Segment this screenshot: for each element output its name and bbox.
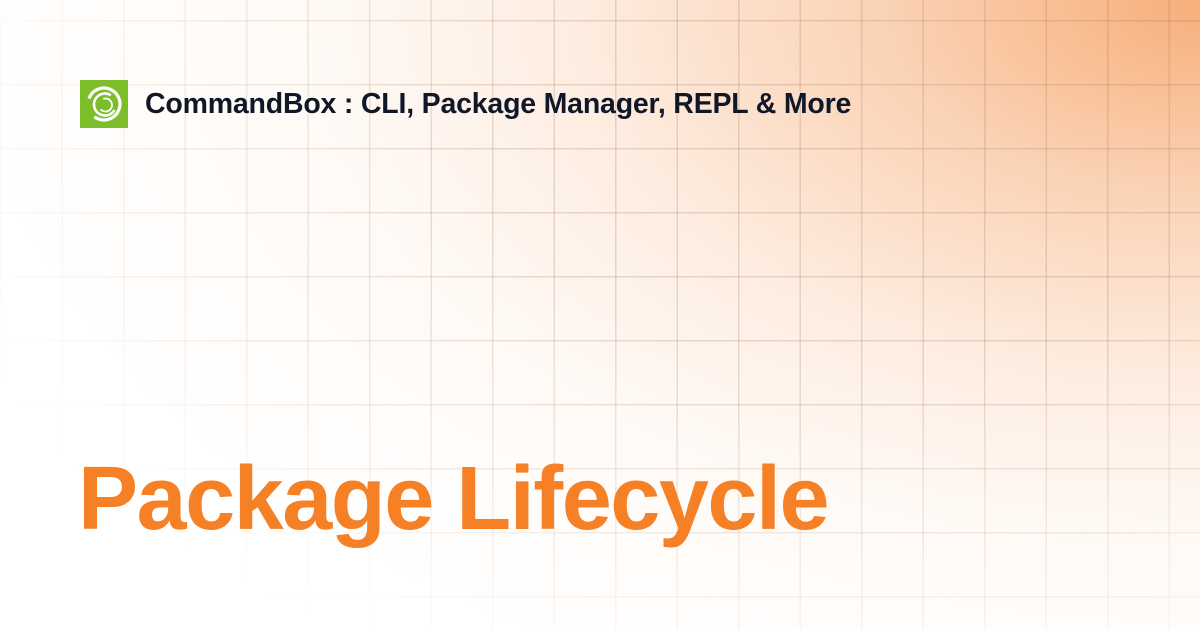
site-header: CommandBox : CLI, Package Manager, REPL …	[80, 80, 851, 128]
swirl-icon	[86, 86, 122, 122]
site-title: CommandBox : CLI, Package Manager, REPL …	[145, 87, 852, 120]
page-title: Package Lifecycle	[78, 449, 830, 549]
commandbox-logo-icon	[80, 80, 128, 128]
